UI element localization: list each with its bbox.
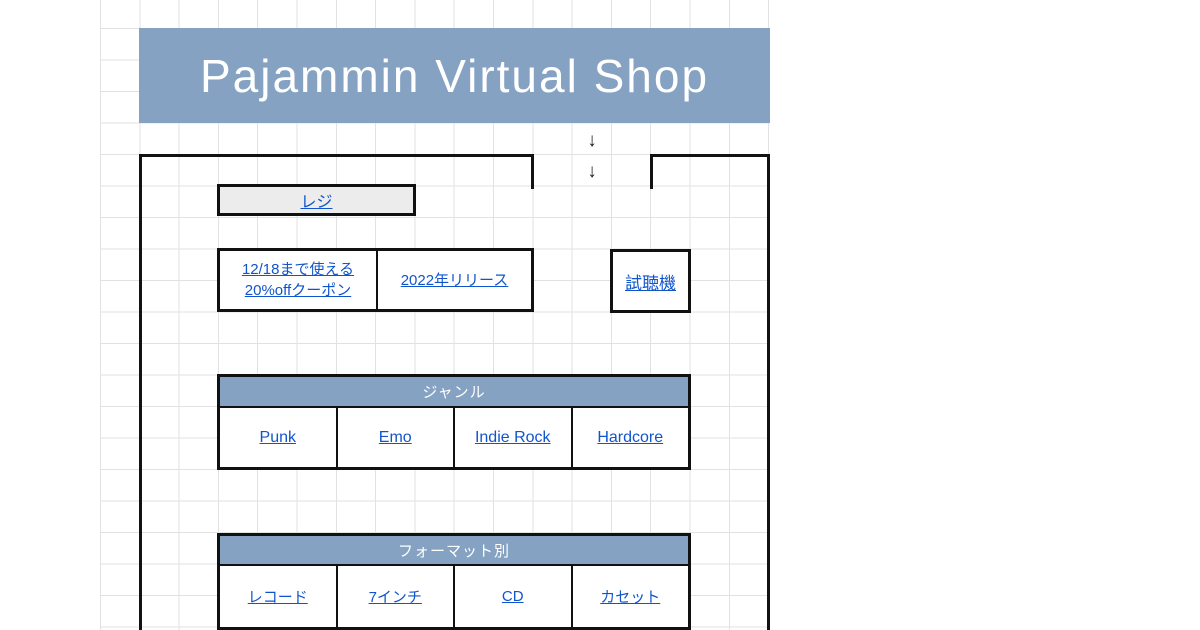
release-2022-link[interactable]: 2022年リリース — [400, 271, 509, 289]
shop-wall-right — [767, 154, 770, 630]
shop-wall-top-right — [650, 154, 770, 157]
promo-box: 12/18まで使える 20%offクーポン 2022年リリース — [217, 248, 534, 312]
genre-cell-hardcore: Hardcore — [573, 408, 689, 467]
entrance-arrow-icon: ↓ — [587, 161, 597, 182]
register-box: レジ — [217, 184, 416, 216]
coupon-line1: 12/18まで使える — [241, 261, 355, 278]
genre-table-header: ジャンル — [220, 377, 688, 408]
entrance-arrow-icon: ↓ — [587, 130, 597, 151]
shop-entrance-right-post — [650, 154, 653, 189]
shop-banner: Pajammin Virtual Shop — [139, 28, 770, 123]
format-link-7inch[interactable]: 7インチ — [368, 589, 422, 606]
shop-wall-top-left — [139, 154, 534, 157]
format-cell-7inch: 7インチ — [338, 566, 455, 627]
genre-cell-emo: Emo — [338, 408, 455, 467]
format-table: フォーマット別 レコード 7インチ CD カセット — [217, 533, 691, 630]
register-link[interactable]: レジ — [300, 194, 333, 211]
listening-station-link[interactable]: 試聴機 — [625, 273, 676, 293]
format-link-cassette[interactable]: カセット — [600, 589, 661, 606]
format-cell-record: レコード — [220, 566, 338, 627]
shop-wall-left — [139, 154, 142, 630]
genre-link-indie-rock[interactable]: Indie Rock — [474, 428, 551, 446]
release-cell: 2022年リリース — [378, 251, 531, 309]
genre-cell-punk: Punk — [220, 408, 338, 467]
format-table-header: フォーマット別 — [220, 536, 688, 566]
genre-link-emo[interactable]: Emo — [378, 428, 412, 446]
genre-table-row: Punk Emo Indie Rock Hardcore — [220, 408, 688, 467]
genre-link-hardcore[interactable]: Hardcore — [597, 428, 664, 446]
genre-cell-indie-rock: Indie Rock — [455, 408, 573, 467]
coupon-line2: 20%offクーポン — [244, 282, 352, 299]
format-link-cd[interactable]: CD — [501, 588, 524, 605]
format-cell-cd: CD — [455, 566, 573, 627]
listening-station-box: 試聴機 — [610, 249, 691, 313]
format-cell-cassette: カセット — [573, 566, 689, 627]
coupon-link[interactable]: 12/18まで使える 20%offクーポン — [242, 259, 354, 301]
genre-link-punk[interactable]: Punk — [259, 428, 296, 446]
shop-entrance-left-post — [531, 154, 534, 189]
format-link-record[interactable]: レコード — [247, 589, 308, 606]
genre-table: ジャンル Punk Emo Indie Rock Hardcore — [217, 374, 691, 470]
page-title: Pajammin Virtual Shop — [199, 49, 710, 102]
format-table-row: レコード 7インチ CD カセット — [220, 566, 688, 627]
coupon-cell: 12/18まで使える 20%offクーポン — [220, 251, 378, 309]
